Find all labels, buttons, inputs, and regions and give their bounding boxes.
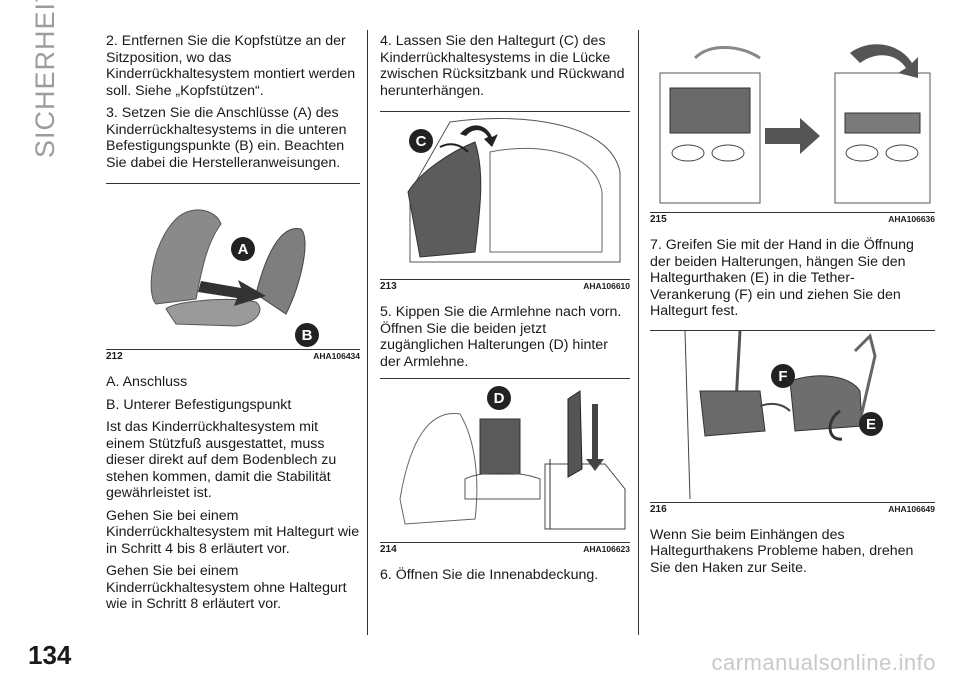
figure-number: 213 <box>380 281 397 292</box>
figure-number: 216 <box>650 503 667 515</box>
with-tether-text: Gehen Sie bei einem Kinderrückhaltesyste… <box>106 507 360 557</box>
column-2: 4. Lassen Sie den Haltegurt (C) des Kind… <box>380 33 630 590</box>
page-number: 134 <box>28 640 72 670</box>
figure-code: AHA106649 <box>888 503 935 514</box>
figure-212: A B 212 AHA106434 <box>106 183 360 362</box>
label-f-badge: F <box>771 363 795 388</box>
label-a-badge: A <box>231 237 255 261</box>
figure-caption: 216 AHA106649 <box>650 501 935 517</box>
figure-code: AHA106636 <box>888 214 935 224</box>
step-4-text: 4. Lassen Sie den Haltegurt (C) des Kind… <box>380 33 625 99</box>
legend-a: A. Anschluss <box>106 374 188 390</box>
column-divider <box>638 30 639 635</box>
step-2-text: 2. Entfernen Sie die Kopfstütze an der S… <box>106 33 356 99</box>
label-b-badge: B <box>295 323 319 347</box>
label-d-badge: D <box>487 386 511 410</box>
section-title-text: SICHERHEIT <box>30 0 60 158</box>
column-divider <box>367 30 368 635</box>
figure-caption: 215 AHA106636 <box>650 212 935 227</box>
figure-caption: 213 AHA106610 <box>380 279 630 294</box>
svg-text:C: C <box>416 133 427 150</box>
figure-number: 215 <box>650 214 667 225</box>
svg-text:F: F <box>778 368 787 385</box>
figure-code: AHA106610 <box>583 281 630 291</box>
figure-caption: 212 AHA106434 <box>106 349 360 364</box>
label-e-badge: E <box>859 411 883 436</box>
step-3-text: 3. Setzen Sie die Anschlüsse (A) des Kin… <box>106 105 347 171</box>
figure-215: 215 AHA106636 <box>650 33 935 225</box>
figure-216: F E 216 AHA106649 <box>650 329 935 517</box>
svg-text:D: D <box>494 390 505 407</box>
svg-text:A: A <box>238 241 249 258</box>
without-tether-text: Gehen Sie bei einem Kinderrückhaltesyste… <box>106 563 347 612</box>
figure-213: C 213 AHA106610 <box>380 111 630 292</box>
step-6-text: 6. Öffnen Sie die Innenabdeckung. <box>380 567 599 583</box>
figure-code: AHA106434 <box>313 351 360 361</box>
figure-number: 214 <box>380 544 397 555</box>
support-leg-text: Ist das Kinderrückhaltesystem mit einem … <box>106 419 337 501</box>
watermark: carmanualsonline.info <box>711 650 936 675</box>
column-3: 215 AHA106636 7. Greifen Sie mit der Han… <box>650 33 935 582</box>
hook-tip-text: Wenn Sie beim Einhängen des Haltegurthak… <box>650 526 914 576</box>
figure-caption: 214 AHA106623 <box>380 542 630 557</box>
figure-number: 212 <box>106 351 123 362</box>
column-1: 2. Entfernen Sie die Kopfstütze an der S… <box>106 33 360 619</box>
svg-text:E: E <box>866 416 876 433</box>
svg-text:B: B <box>302 327 313 344</box>
label-c-badge: C <box>409 129 433 153</box>
armrest-illustration <box>399 390 626 530</box>
tether-anchor-illustration <box>684 330 877 499</box>
figure-214: D 214 AHA106623 <box>380 378 630 555</box>
rear-seat-tether-illustration <box>407 118 621 263</box>
step-7-text: 7. Greifen Sie mit der Hand in die Öffnu… <box>650 237 914 319</box>
step-5-text: 5. Kippen Sie die Armlehne nach vorn. Öf… <box>380 304 622 370</box>
inner-cover-illustration <box>659 44 931 204</box>
seat-anchor-illustration <box>150 209 306 327</box>
legend-b: B. Unterer Befestigungspunkt <box>106 396 292 413</box>
figure-code: AHA106623 <box>583 544 630 554</box>
section-title: SICHERHEIT <box>22 0 72 240</box>
